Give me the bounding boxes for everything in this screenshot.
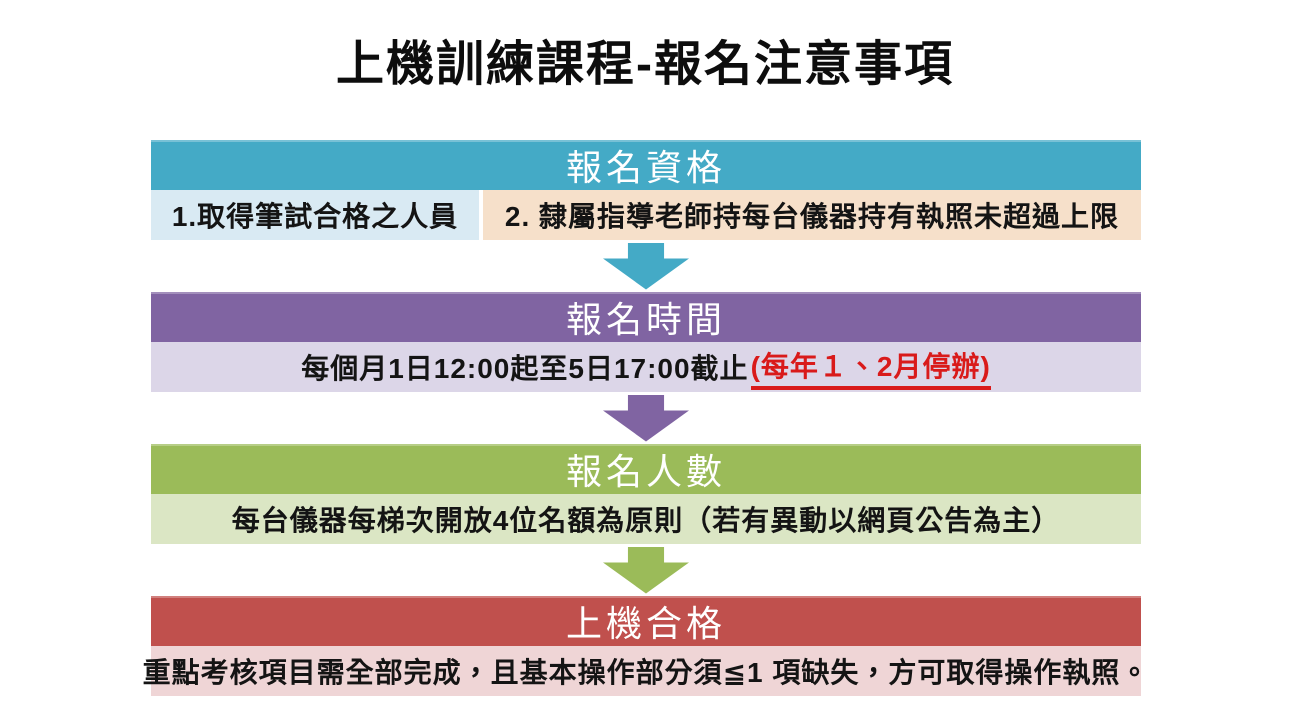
quota-body: 每台儀器每梯次開放4位名額為原則（若有異動以網頁公告為主） xyxy=(151,494,1141,544)
qualification-items-row: 1.取得筆試合格之人員 2. 隸屬指導老師持每台儀器持有執照未超過上限 xyxy=(151,190,1141,240)
down-arrow-icon xyxy=(603,242,689,290)
time-suspended-note: (每年１、2月停辦) xyxy=(750,345,991,390)
down-arrow-icon xyxy=(603,546,689,594)
flowchart: 報名資格 1.取得筆試合格之人員 2. 隸屬指導老師持每台儀器持有執照未超過上限… xyxy=(143,140,1148,696)
down-arrow-icon xyxy=(603,394,689,442)
divider xyxy=(479,190,483,240)
page-title: 上機訓練課程-報名注意事項 xyxy=(336,38,954,91)
time-body: 每個月1日12:00起至5日17:00截止(每年１、2月停辦) xyxy=(151,342,1141,392)
qualification-item-2: 2. 隸屬指導老師持每台儀器持有執照未超過上限 xyxy=(483,190,1141,240)
pass-body: 重點考核項目需全部完成，且基本操作部分須≦1 項缺失，方可取得操作執照。 xyxy=(143,646,1148,696)
section-header-qualification: 報名資格 xyxy=(151,140,1141,190)
qualification-item-1: 1.取得筆試合格之人員 xyxy=(151,190,479,240)
section-header-pass: 上機合格 xyxy=(151,596,1141,646)
section-header-time: 報名時間 xyxy=(151,292,1141,342)
time-text: 每個月1日12:00起至5日17:00截止 xyxy=(301,353,749,384)
section-header-quota: 報名人數 xyxy=(151,444,1141,494)
